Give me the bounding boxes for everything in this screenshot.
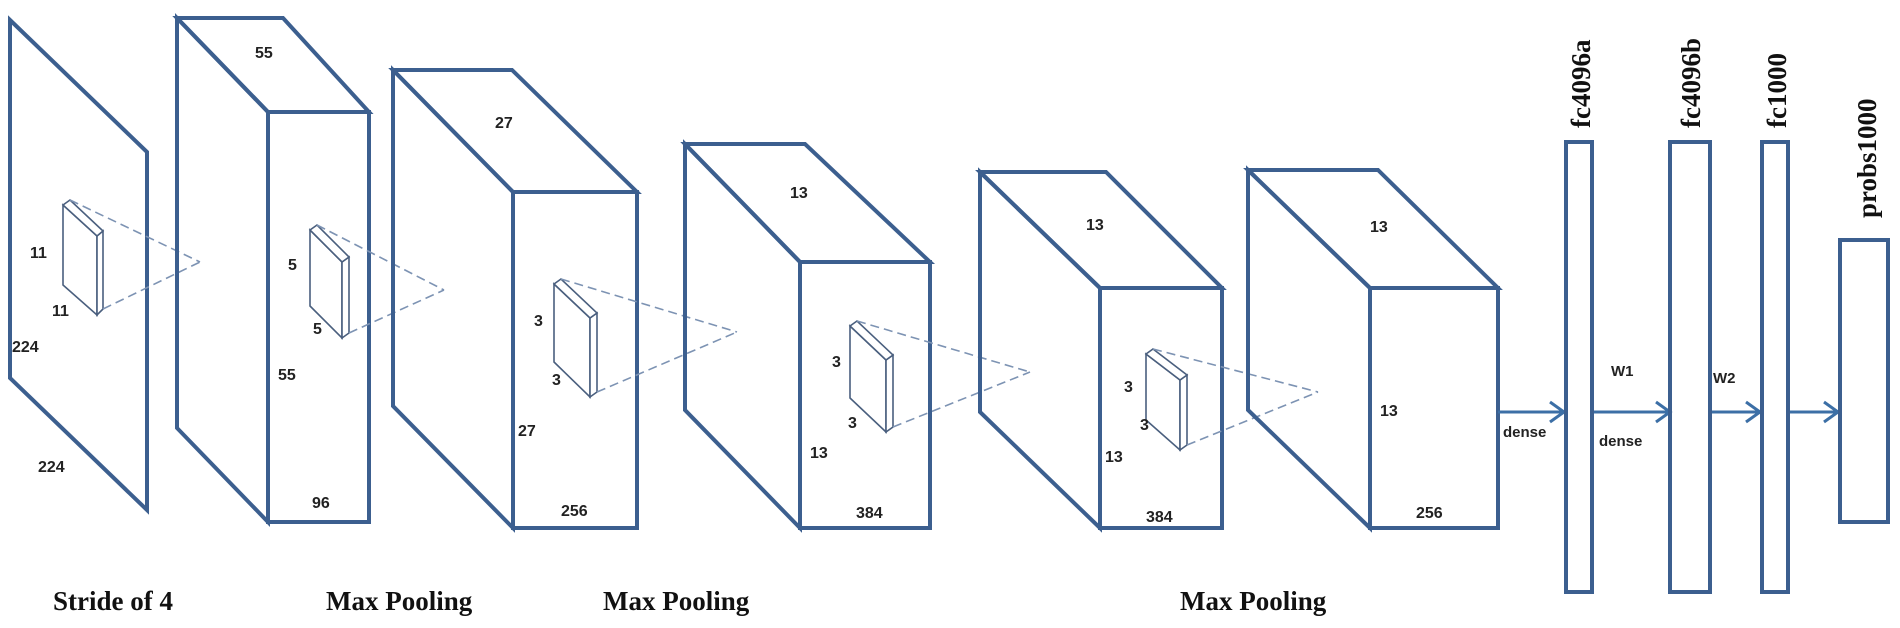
caption-pool-1: Max Pooling [326, 586, 473, 616]
dense-label-2: dense [1599, 433, 1642, 450]
conv4-kernel-height: 3 [1140, 417, 1149, 434]
probs1000-label: probs1000 [1852, 98, 1882, 218]
conv2-kernel-height: 3 [552, 372, 561, 389]
conv3-depth: 384 [856, 505, 883, 522]
caption-pool-2: Max Pooling [603, 586, 750, 616]
probs1000-bar [1838, 238, 1890, 524]
conv5-height: 13 [1380, 403, 1398, 420]
conv3-kernel-height: 3 [848, 415, 857, 432]
fc4096b-label: fc4096b [1676, 38, 1706, 128]
conv2-kernel-width: 3 [534, 313, 543, 330]
dense-label-1: dense [1503, 424, 1546, 441]
w1-label: W1 [1611, 363, 1634, 380]
conv1-width: 55 [255, 45, 273, 62]
captions: Stride of 4 Max Pooling Max Pooling Max … [53, 586, 1327, 616]
conv3-width: 13 [790, 185, 808, 202]
conv2-height: 27 [518, 423, 536, 440]
conv5-depth: 256 [1416, 505, 1443, 522]
conv3-height: 13 [810, 445, 828, 462]
input-width: 224 [12, 339, 39, 356]
conv4-kernel-width: 3 [1124, 379, 1133, 396]
input-kernel-height: 11 [52, 303, 69, 320]
conv5-width: 13 [1370, 219, 1388, 236]
conv4-block: 13 3 3 13 384 [975, 167, 1319, 533]
conv1-kernel-width: 5 [288, 257, 297, 274]
conv1-block: 55 5 5 55 96 [172, 13, 445, 527]
input-kernel-width: 11 [30, 245, 47, 262]
caption-stride: Stride of 4 [53, 586, 173, 616]
fc4096b-bar [1668, 140, 1712, 594]
conv3-kernel-width: 3 [832, 354, 841, 371]
fc-layers: fc4096a fc4096b fc1000 probs1000 [1564, 38, 1890, 594]
conv1-kernel-height: 5 [313, 321, 322, 338]
conv2-block: 27 3 3 27 256 [388, 65, 738, 533]
conv1-depth: 96 [312, 495, 330, 512]
input-height: 224 [38, 459, 65, 476]
input-layer: 11 11 224 224 [8, 15, 201, 515]
conv2-width: 27 [495, 115, 513, 132]
caption-pool-3: Max Pooling [1180, 586, 1327, 616]
fc1000-label: fc1000 [1762, 53, 1792, 128]
fc4096a-label: fc4096a [1566, 39, 1596, 128]
fc1000-bar [1760, 140, 1790, 594]
fc4096a-bar [1564, 140, 1594, 594]
conv4-depth: 384 [1146, 509, 1173, 526]
conv1-height: 55 [278, 367, 296, 384]
conv4-height: 13 [1105, 449, 1123, 466]
w2-label: W2 [1713, 370, 1736, 387]
conv2-depth: 256 [561, 503, 588, 520]
conv3-block: 13 3 3 13 384 [680, 139, 1031, 533]
conv5-block: 13 13 256 [1243, 165, 1503, 533]
conv4-width: 13 [1086, 217, 1104, 234]
